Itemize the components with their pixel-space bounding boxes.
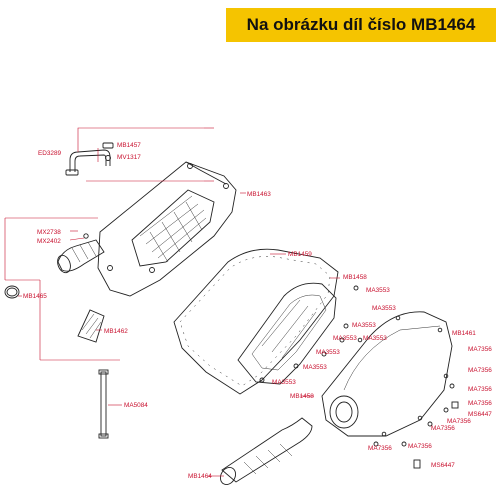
label-ma5084: MA5084 [124, 402, 148, 409]
drain-tube-part [98, 369, 109, 439]
label-ma3553-5: MA3553 [333, 335, 357, 342]
label-ma7356-2: MA7356 [468, 367, 492, 374]
label-mb1461: MB1461 [452, 330, 476, 337]
part-number-banner: Na obrázku díl číslo MB1464 [226, 8, 496, 42]
label-ma3553-4: MA3553 [363, 335, 387, 342]
label-mb1458-top: MB1458 [343, 274, 367, 281]
cover-gasket-part [173, 248, 339, 395]
label-ma3553-7: MA3553 [272, 379, 296, 386]
outer-cover-part [321, 311, 453, 437]
screws-part [259, 285, 459, 469]
label-mb1457: MB1457 [117, 142, 141, 149]
label-ms6447-1: MS6447 [468, 411, 492, 418]
label-mb1462: MB1462 [104, 328, 128, 335]
label-ma7356-3: MA7356 [468, 386, 492, 393]
label-mb1459: MB1459 [288, 251, 312, 258]
hose-clamp-part [4, 285, 20, 299]
label-ms6447-2: MS6447 [431, 462, 455, 469]
label-mv1317: MV1317 [117, 154, 141, 161]
label-ma3553-3: MA3553 [352, 322, 376, 329]
label-mb1463: MB1463 [247, 191, 271, 198]
label-ma7356-4: MA7356 [468, 400, 492, 407]
label-ma7356-8: MA7356 [368, 445, 392, 452]
label-ma7356-6: MA7356 [431, 425, 455, 432]
banner-title: Na obrázku díl číslo MB1464 [246, 15, 476, 34]
label-ma3553-6: MA3553 [316, 349, 340, 356]
label-mb1465: MB1465 [23, 293, 47, 300]
air-filter-housing-part [97, 161, 237, 297]
inner-cover-part [237, 282, 337, 385]
part-labels: ED3289 MB1457 MV1317 MB1463 MX2738 MX240… [23, 142, 492, 480]
filter-element-part [77, 309, 105, 343]
label-mb1464: MB1464 [188, 473, 212, 480]
label-mx2402: MX2402 [37, 238, 61, 245]
label-mb1458-bottom: MB1458 [290, 393, 314, 400]
label-ma7356-5: MA7356 [447, 418, 471, 425]
label-ed3289: ED3289 [38, 150, 62, 157]
leader-lines [4, 127, 340, 477]
label-ma3553-8: MA3553 [303, 364, 327, 371]
label-ma7356-1: MA7356 [468, 346, 492, 353]
intake-boot-part [57, 233, 105, 274]
breather-hose-part [65, 142, 114, 176]
label-mx2738: MX2738 [37, 229, 61, 236]
label-ma7356-7: MA7356 [408, 443, 432, 450]
label-ma3553-1: MA3553 [366, 287, 390, 294]
label-ma3553-2: MA3553 [372, 305, 396, 312]
intake-duct-part [220, 417, 313, 485]
